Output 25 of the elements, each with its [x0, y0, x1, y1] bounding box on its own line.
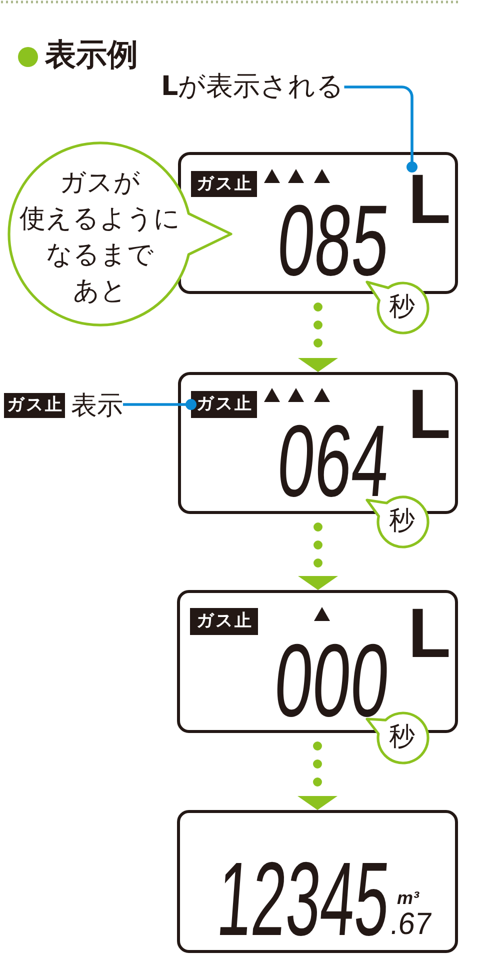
- callout-label: Lが表示される: [161, 71, 344, 103]
- bubble-text: ガスが使えるようになるまであと: [20, 167, 180, 308]
- unit-label: m³: [397, 889, 419, 907]
- leader-line: [123, 399, 196, 410]
- indicator-label: ガス止: [191, 171, 257, 197]
- lcd-letter: L: [408, 388, 451, 440]
- section-title: 表示例: [45, 37, 138, 73]
- digit-readout: 064: [275, 424, 392, 498]
- lcd-letter: L: [408, 607, 451, 660]
- unit-label: 秒: [389, 722, 415, 752]
- speech-bubble-tooltip: [6, 140, 234, 328]
- lcd-letter: L: [408, 167, 451, 226]
- lcd-display: [177, 810, 458, 953]
- unit-label: 秒: [389, 292, 415, 322]
- digit-readout: 12345: [215, 862, 392, 938]
- indicator-label: ガス止: [191, 391, 257, 418]
- callout-label: 表示: [71, 391, 123, 421]
- indicator-label: ガス止: [4, 393, 65, 418]
- leader-line: [344, 86, 418, 172]
- digit-readout: 000: [272, 643, 392, 718]
- indicator-label: ガス止: [190, 608, 258, 635]
- decimal-readout: .67: [389, 913, 433, 936]
- digit-readout: 085: [275, 205, 392, 278]
- unit-label: 秒: [389, 506, 415, 536]
- speech-bubble-tooltip: [364, 279, 431, 336]
